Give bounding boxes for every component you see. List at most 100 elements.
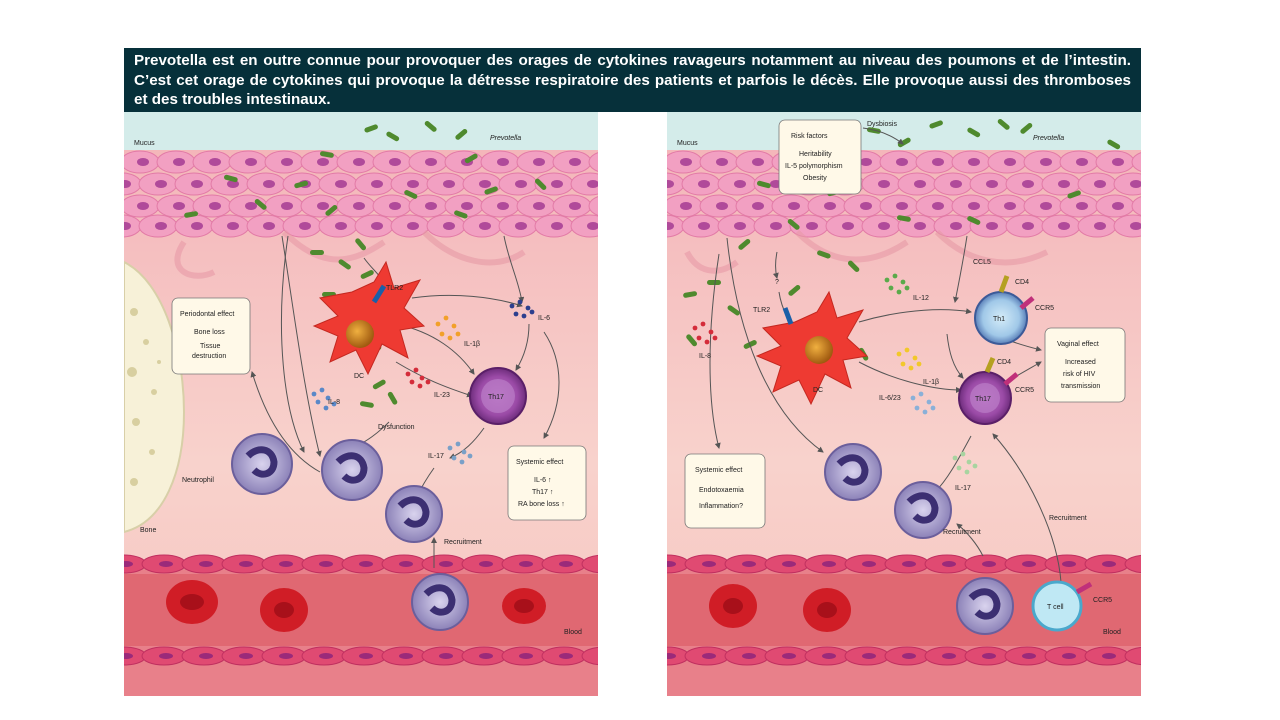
systemic-line1-right: Endotoxaemia (699, 487, 744, 494)
vessel-wall-nucleus (742, 653, 756, 659)
epithelial-nucleus (209, 158, 221, 166)
epithelial-nucleus (1004, 202, 1016, 210)
epithelial-nucleus (245, 158, 257, 166)
vessel-wall-nucleus (822, 653, 836, 659)
epithelial-cell (1113, 214, 1141, 238)
vessel-wall-nucleus (319, 653, 333, 659)
epithelial-nucleus (1040, 158, 1052, 166)
vessel-wall-nucleus (519, 561, 533, 567)
epithelial-nucleus (461, 202, 473, 210)
label-blood-left: Blood (564, 629, 582, 636)
label-th17-right: Th17 (975, 396, 991, 403)
epithelial-nucleus (299, 222, 311, 230)
epithelial-nucleus (137, 202, 149, 210)
vaginal-line1: Increased (1065, 359, 1096, 366)
label-ccl5: CCL5 (973, 259, 991, 266)
vessel-wall-nucleus (479, 561, 493, 567)
epithelial-nucleus (124, 180, 131, 188)
epithelium-layer-right (667, 150, 1141, 238)
epithelial-nucleus (680, 202, 692, 210)
vessel-wall-top-right (667, 554, 1141, 574)
vessel-wall-nucleus (782, 653, 796, 659)
neutrophils (231, 433, 469, 631)
label-th1: Th1 (993, 316, 1005, 323)
vessel-wall-nucleus (982, 561, 996, 567)
epithelial-nucleus (1076, 202, 1088, 210)
label-recruitment-left: Recruitment (444, 539, 482, 546)
vessel-wall-nucleus (279, 653, 293, 659)
label-il6-left: IL-6 (538, 315, 550, 322)
vessel-wall-nucleus (822, 561, 836, 567)
vaginal-effect-box: Vaginal effect Increased risk of HIV tra… (1044, 327, 1126, 403)
risk-factors-box: Risk factors Heritability IL-5 polymorph… (778, 119, 862, 195)
risk-line1: Heritability (799, 151, 832, 158)
epithelial-nucleus (425, 202, 437, 210)
systemic-title-left: Systemic effect (516, 459, 563, 466)
vessel-wall-nucleus (1062, 561, 1076, 567)
epithelial-nucleus (667, 222, 674, 230)
epithelial-nucleus (1094, 180, 1106, 188)
epithelial-nucleus (569, 202, 581, 210)
epithelial-nucleus (932, 158, 944, 166)
epithelial-nucleus (515, 180, 527, 188)
left-diagram: Periodontal effect Bone loss Tissue dest… (124, 112, 598, 696)
vessel-wall-nucleus (942, 653, 956, 659)
epithelial-nucleus (281, 202, 293, 210)
vessel-wall-nucleus (982, 653, 996, 659)
epithelial-nucleus (245, 202, 257, 210)
epithelial-nucleus (173, 158, 185, 166)
vessel-wall-bottom-right (667, 646, 1141, 666)
vessel-wall-nucleus (902, 653, 916, 659)
vessel-wall-nucleus (862, 653, 876, 659)
vessel-wall-nucleus (479, 653, 493, 659)
epithelial-nucleus (734, 180, 746, 188)
periodontal-effect-box: Periodontal effect Bone loss Tissue dest… (171, 297, 251, 375)
epithelial-nucleus (533, 202, 545, 210)
epithelial-nucleus (788, 202, 800, 210)
epithelial-nucleus (734, 222, 746, 230)
label-dysfunction: Dysfunction (378, 424, 415, 431)
label-question: ? (775, 279, 779, 286)
epithelial-nucleus (914, 222, 926, 230)
vessel-wall-nucleus (1022, 653, 1036, 659)
epithelial-nucleus (425, 158, 437, 166)
epithelial-nucleus (281, 158, 293, 166)
epithelial-nucleus (407, 222, 419, 230)
epithelial-nucleus (770, 222, 782, 230)
bone-pores (127, 308, 161, 486)
vessel-wall-nucleus (862, 561, 876, 567)
epithelial-nucleus (479, 222, 491, 230)
vessel-wall-nucleus (399, 653, 413, 659)
systemic-line2-right: Inflammation? (699, 503, 743, 510)
pathway-arrows (250, 235, 560, 568)
t-cell (1031, 580, 1093, 632)
vessel-wall-nucleus (902, 561, 916, 567)
vessel-wall-nucleus (439, 561, 453, 567)
vessel-wall-nucleus (702, 653, 716, 659)
systemic-line3-left: RA bone loss ↑ (518, 501, 565, 508)
epithelial-nucleus (698, 180, 710, 188)
epithelial-nucleus (407, 180, 419, 188)
vaginal-title: Vaginal effect (1057, 341, 1099, 348)
epithelial-nucleus (155, 180, 167, 188)
epithelial-nucleus (698, 222, 710, 230)
cytokine-dots (311, 299, 535, 465)
th17-cell-right (958, 357, 1019, 425)
red-blood-cells-right (709, 584, 851, 632)
epithelial-nucleus (986, 180, 998, 188)
vessel-wall-nucleus (239, 653, 253, 659)
label-il623: IL-6/23 (879, 395, 901, 402)
epithelial-nucleus (124, 222, 131, 230)
label-mucus-left: Mucus (134, 140, 155, 147)
epithelial-nucleus (1112, 202, 1124, 210)
vessel-wall-cell (581, 646, 598, 666)
vessel-wall-nucleus (399, 561, 413, 567)
systemic-effect-box-right: Systemic effect Endotoxaemia Inflammatio… (684, 453, 766, 529)
dendritic-cell-right (755, 290, 869, 406)
epithelial-nucleus (950, 222, 962, 230)
epithelial-nucleus (551, 222, 563, 230)
epithelial-nucleus (317, 202, 329, 210)
epithelial-nucleus (389, 202, 401, 210)
label-blood-right: Blood (1103, 629, 1121, 636)
epithelial-nucleus (533, 158, 545, 166)
